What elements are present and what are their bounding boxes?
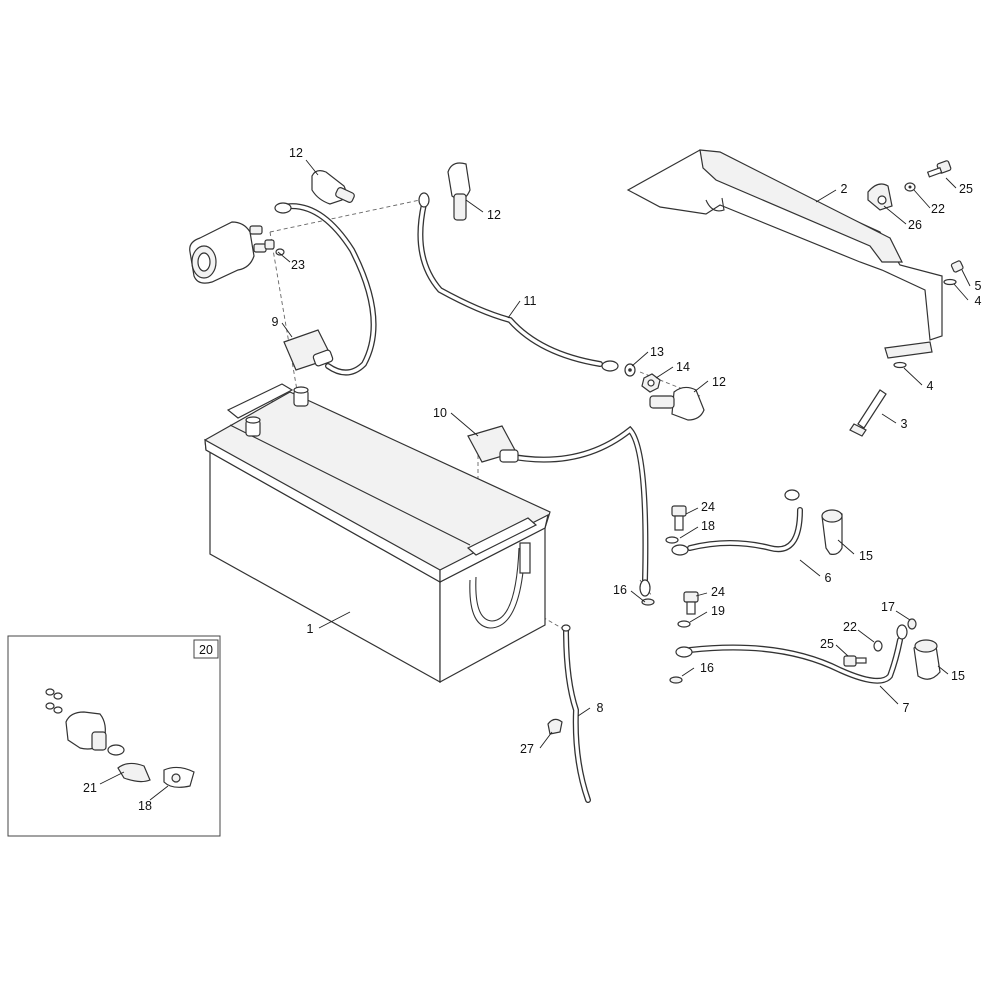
callout-c9: 11 (524, 294, 537, 308)
callout-c19: 20 (199, 643, 213, 657)
bracket-washers[interactable] (893, 278, 957, 369)
inset-switch[interactable] (45, 688, 125, 756)
washer-13[interactable] (624, 363, 636, 377)
callout-c24b: 24 (711, 585, 725, 599)
callout-c15a: 15 (859, 549, 873, 563)
bolt-25-lower[interactable] (843, 655, 867, 667)
callout-c25b: 25 (820, 637, 834, 651)
nut-23[interactable] (264, 239, 285, 256)
callout-c8: 10 (433, 406, 447, 420)
battery-isolator-switch[interactable] (189, 221, 267, 284)
boot-15-upper[interactable] (821, 509, 843, 555)
washer-22-top[interactable] (904, 182, 916, 192)
callout-c27: 27 (520, 742, 534, 756)
callout-c11: 7 (903, 701, 910, 715)
callout-c21: 21 (83, 781, 97, 795)
callout-c1: 1 (307, 622, 314, 636)
callout-c18b: 19 (711, 604, 725, 618)
ground-strap-6[interactable] (561, 624, 591, 803)
callout-c4a: 4 (975, 294, 982, 308)
washer-16-lower[interactable] (669, 676, 683, 684)
battery[interactable] (204, 383, 551, 684)
nut-14[interactable] (641, 373, 661, 393)
callout-c3: 3 (901, 417, 908, 431)
bolt-24-upper[interactable] (671, 505, 687, 531)
cable-9[interactable] (417, 192, 619, 372)
callout-c26: 26 (908, 218, 922, 232)
callout-c25a: 25 (959, 182, 973, 196)
washer-18-upper[interactable] (665, 536, 679, 544)
bracket-nut[interactable] (950, 260, 964, 273)
bolt-25-top[interactable] (926, 160, 952, 178)
washer-18-lower[interactable] (677, 620, 691, 628)
inset-boot-20[interactable] (163, 766, 195, 788)
nut-17[interactable] (907, 618, 917, 630)
callout-labels: 12 12 23 9 11 10 13 14 12 2 25 22 26 5 4… (83, 146, 981, 813)
callout-c24a: 24 (701, 500, 715, 514)
cable-11[interactable] (675, 624, 908, 684)
leader-lines (99, 159, 971, 801)
callout-c14: 14 (676, 360, 690, 374)
callout-c15b: 15 (951, 669, 965, 683)
callout-c18a: 18 (701, 519, 715, 533)
callout-c23: 23 (291, 258, 305, 272)
clip-27[interactable] (547, 718, 563, 735)
callout-c16a: 16 (613, 583, 627, 597)
callout-c12c: 12 (712, 375, 726, 389)
callout-c12a: 12 (289, 146, 303, 160)
terminal-cover-12-b[interactable] (447, 162, 471, 221)
inset-boot-21[interactable] (117, 762, 151, 783)
battery-hold-down-bracket[interactable] (626, 149, 943, 359)
callout-c12b: 12 (487, 208, 501, 222)
callout-c10: 6 (825, 571, 832, 585)
callout-c4b: 4 (927, 379, 934, 393)
cable-7[interactable] (274, 202, 377, 376)
clip-26[interactable] (867, 183, 893, 211)
bolt-24-lower[interactable] (683, 591, 699, 615)
callout-c16b: 16 (700, 661, 714, 675)
callout-c13: 13 (650, 345, 664, 359)
cable-10[interactable] (671, 489, 803, 556)
callout-c7: 9 (272, 315, 279, 329)
boot-15-lower[interactable] (913, 639, 941, 680)
detail-inset-19 (7, 635, 221, 837)
washer-16-upper[interactable] (641, 598, 655, 606)
callout-c20: 18 (138, 799, 152, 813)
cable-8[interactable] (467, 425, 651, 597)
callout-c5: 5 (975, 279, 982, 293)
terminal-cover-12-c[interactable] (649, 386, 705, 421)
bracket-bolt[interactable] (849, 389, 887, 437)
callout-c22a: 22 (931, 202, 945, 216)
callout-c6: 8 (597, 701, 604, 715)
callout-c17: 17 (881, 600, 895, 614)
callout-c2: 2 (841, 182, 848, 196)
terminal-cover-12-a[interactable] (311, 170, 355, 205)
callout-c22b: 22 (843, 620, 857, 634)
washer-22-lower[interactable] (873, 640, 883, 652)
